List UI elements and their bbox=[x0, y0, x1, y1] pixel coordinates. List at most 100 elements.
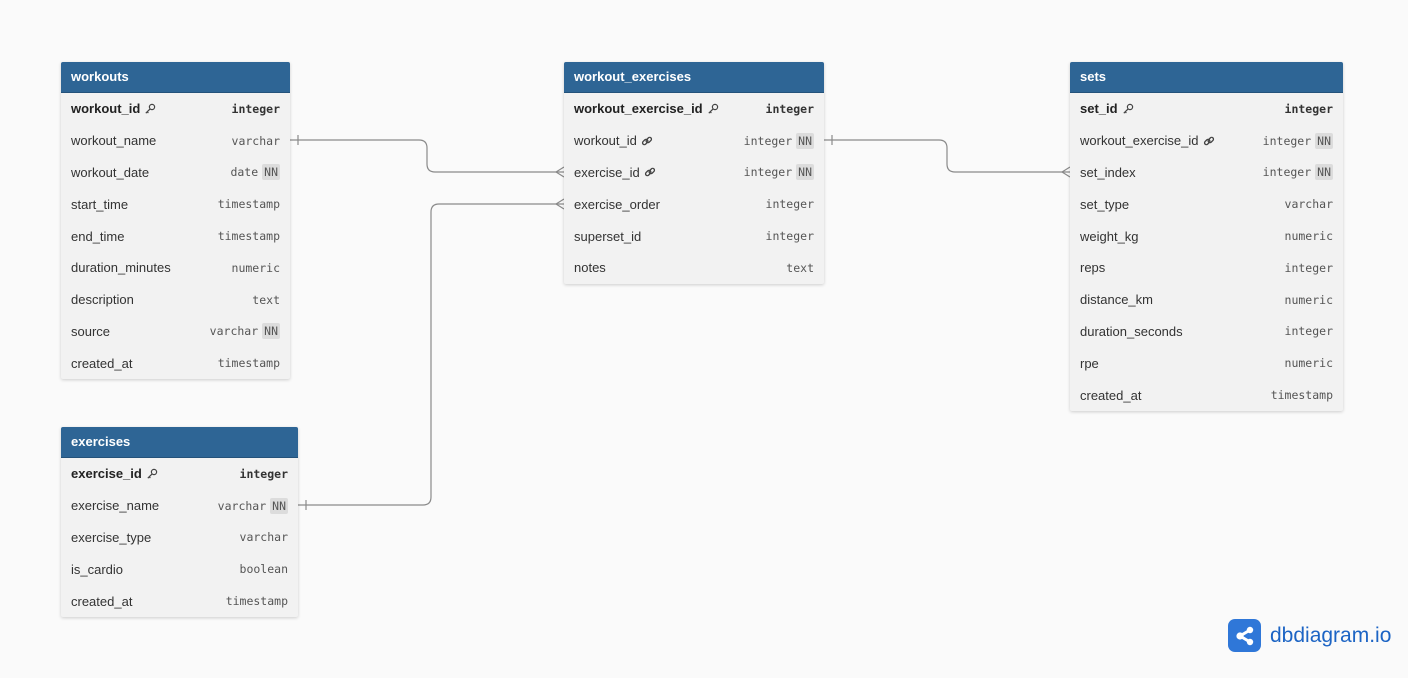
column-type: timestamp bbox=[217, 229, 280, 244]
column-name: rpe bbox=[1080, 355, 1099, 371]
many-marker bbox=[555, 198, 565, 210]
column-left: duration_seconds bbox=[1080, 324, 1183, 339]
column-left: exercise_id bbox=[71, 466, 158, 481]
column-left: description bbox=[71, 292, 134, 307]
table-header-workouts[interactable]: workouts bbox=[61, 62, 290, 93]
column-right: integer bbox=[766, 197, 814, 211]
table-header-exercises[interactable]: exercises bbox=[61, 427, 298, 458]
dbdiagram-logo[interactable]: dbdiagram.io bbox=[1228, 619, 1391, 652]
column-row[interactable]: workout_exercise_id integer bbox=[564, 93, 824, 125]
table-workouts[interactable]: workouts workout_id integer workout_name va… bbox=[61, 62, 290, 380]
not-null-badge: NN bbox=[796, 132, 814, 149]
column-row[interactable]: exercise_order integer bbox=[564, 188, 824, 220]
column-right: integer bbox=[232, 102, 280, 116]
column-type: varchar bbox=[231, 133, 280, 148]
column-left: distance_km bbox=[1080, 292, 1153, 307]
column-right: timestamp bbox=[218, 356, 280, 370]
column-name: reps bbox=[1080, 260, 1106, 276]
column-row[interactable]: exercise_id integer bbox=[61, 458, 298, 490]
not-null-badge: NN bbox=[1315, 164, 1333, 181]
column-row[interactable]: notes text bbox=[564, 252, 824, 284]
column-type: integer bbox=[743, 133, 793, 148]
column-name: notes bbox=[574, 260, 606, 276]
column-name: exercise_type bbox=[71, 529, 152, 545]
column-row[interactable]: workout_name varchar bbox=[61, 125, 290, 157]
column-type: integer bbox=[1262, 165, 1312, 180]
column-name: created_at bbox=[71, 593, 133, 609]
column-row[interactable]: set_id integer bbox=[1070, 93, 1343, 125]
column-type: text bbox=[786, 260, 814, 275]
column-type: integer bbox=[765, 101, 814, 116]
column-type: varchar bbox=[217, 498, 267, 513]
column-right: integer bbox=[1285, 324, 1333, 338]
column-left: set_index bbox=[1080, 165, 1136, 180]
relationship-line bbox=[298, 203, 564, 506]
column-row[interactable]: duration_minutes numeric bbox=[61, 252, 290, 284]
foreign-key-link-icon bbox=[1203, 135, 1215, 147]
table-header-sets[interactable]: sets bbox=[1070, 62, 1343, 93]
column-right: numeric bbox=[1285, 293, 1333, 307]
column-name: workout_name bbox=[71, 133, 157, 149]
column-name: set_id bbox=[1080, 101, 1118, 117]
table-header-workout-exercises[interactable]: workout_exercises bbox=[564, 62, 824, 93]
column-name: workout_exercise_id bbox=[574, 101, 703, 117]
not-null-badge: NN bbox=[262, 164, 280, 181]
column-left: exercise_order bbox=[574, 197, 660, 212]
column-right: integer bbox=[1285, 102, 1333, 116]
column-right: integer bbox=[240, 467, 288, 481]
table-exercises[interactable]: exercises exercise_id integer exercise_nam… bbox=[61, 427, 298, 617]
column-name: duration_minutes bbox=[71, 260, 171, 276]
column-left: duration_minutes bbox=[71, 260, 171, 275]
column-name: duration_seconds bbox=[1080, 323, 1183, 339]
column-left: created_at bbox=[71, 594, 132, 609]
many-marker bbox=[555, 166, 565, 178]
column-name: source bbox=[71, 323, 111, 339]
column-type: integer bbox=[231, 101, 280, 116]
column-left: workout_id bbox=[574, 133, 653, 148]
column-name: workout_date bbox=[71, 164, 150, 180]
column-left: workout_exercise_id bbox=[1080, 133, 1215, 148]
column-type: boolean bbox=[239, 562, 288, 577]
column-row[interactable]: distance_km numeric bbox=[1070, 284, 1343, 316]
relationship-line bbox=[290, 139, 564, 173]
column-name: exercise_id bbox=[71, 466, 142, 482]
column-type: numeric bbox=[231, 260, 280, 275]
not-null-badge: NN bbox=[262, 323, 280, 340]
column-type: numeric bbox=[1284, 229, 1333, 244]
not-null-badge: NN bbox=[270, 497, 288, 514]
column-row[interactable]: duration_seconds integer bbox=[1070, 316, 1343, 348]
column-name: superset_id bbox=[574, 228, 642, 244]
relationship-line bbox=[824, 139, 1070, 173]
column-right: boolean bbox=[240, 562, 288, 576]
column-name: workout_id bbox=[71, 101, 141, 117]
column-right: text bbox=[786, 261, 814, 275]
logo-text: dbdiagram.io bbox=[1270, 623, 1392, 647]
column-left: created_at bbox=[1080, 388, 1141, 403]
column-row[interactable]: workout_id integer bbox=[61, 93, 290, 125]
